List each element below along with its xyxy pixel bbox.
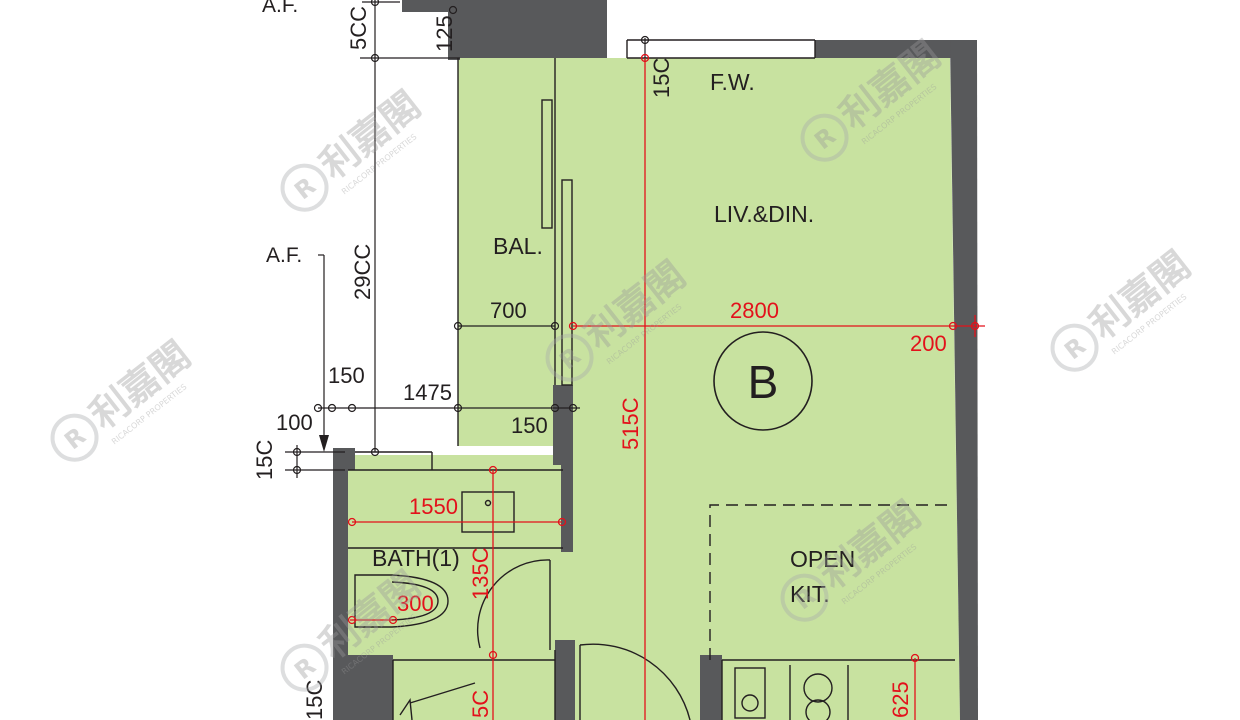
dim-100: 100 <box>276 410 313 435</box>
sink-circle <box>741 694 759 712</box>
label-fixed-window: F.W. <box>710 69 755 95</box>
watermark-logo-letter: R <box>59 422 91 455</box>
dim-150-bottom: 15C <box>302 680 327 720</box>
toilet <box>354 574 449 628</box>
label-kitchen-2: KIT. <box>790 581 830 607</box>
hob-1 <box>803 673 833 703</box>
wall-bath-top <box>333 448 355 470</box>
balcony-floor <box>458 58 555 446</box>
dim-150-top: 15C <box>649 58 674 98</box>
watermark-logo-letter: R <box>289 172 321 205</box>
unit-marker-circle <box>713 331 813 431</box>
dim-150a: 150 <box>328 363 365 388</box>
wall-top-right <box>815 40 977 58</box>
dim-1550: 1550 <box>409 494 458 519</box>
dim-2800: 2800 <box>730 298 779 323</box>
wall-top-stub <box>402 0 448 12</box>
dim-625: 625 <box>888 681 913 718</box>
watermark-logo-icon <box>780 573 829 622</box>
dimension-nodes-red <box>347 53 980 663</box>
label-bathroom: BATH(1) <box>372 545 460 571</box>
watermark-1: R 利嘉閣 RICACORP PROPERTIES <box>280 83 429 212</box>
basin <box>461 491 515 533</box>
toilet-seat <box>391 581 439 621</box>
label-living-dining: LIV.&DIN. <box>714 201 814 227</box>
shower-tap <box>399 682 476 720</box>
dim-700: 700 <box>490 298 527 323</box>
hob-2 <box>805 699 831 720</box>
unit-label: B <box>748 356 779 408</box>
walls <box>333 0 978 720</box>
af-arrow <box>319 435 329 452</box>
label-af-mid: A.F. <box>266 244 302 267</box>
dim-500: 5CC <box>346 6 371 50</box>
wall-left-balcony-top <box>448 0 460 60</box>
watermark-logo-letter: R <box>1059 332 1091 365</box>
wall-bath-lower <box>555 640 575 720</box>
dim-150b: 150 <box>511 413 548 438</box>
watermark-logo-icon <box>50 413 99 462</box>
dim-1350: 135C <box>468 547 493 600</box>
living-floor <box>555 58 960 720</box>
dim-50-bottom: 5C <box>468 690 493 718</box>
entry-door-swing <box>579 643 691 720</box>
dim-125: 125 <box>432 15 457 52</box>
dim-300: 300 <box>397 591 434 616</box>
watermark-logo-icon <box>280 163 329 212</box>
dim-5150: 515C <box>618 397 643 450</box>
wall-bath-left <box>333 455 348 720</box>
label-af-top: A.F. <box>262 0 298 17</box>
label-balcony: BAL. <box>493 233 543 259</box>
dimension-nodes-black <box>292 0 650 475</box>
label-kitchen-1: OPEN <box>790 546 855 572</box>
dim-2900: 29CC <box>350 244 375 300</box>
wall-top-center <box>460 0 607 58</box>
line-work <box>348 39 955 720</box>
sliding-door-panel-1 <box>541 99 553 229</box>
wall-column <box>553 385 573 465</box>
wall-bath-mid <box>333 655 393 720</box>
dim-150-left: 15C <box>252 440 277 480</box>
stove <box>734 667 766 719</box>
watermark-logo-icon <box>280 643 329 692</box>
red-dimensions <box>350 58 985 720</box>
watermark-logo-icon <box>1050 323 1099 372</box>
dim-1475: 1475 <box>403 380 452 405</box>
wall-kitchen <box>700 655 722 720</box>
sliding-door-panel-2 <box>561 179 573 386</box>
basin-drain <box>484 499 492 507</box>
wall-right <box>950 40 978 720</box>
open-kitchen-boundary <box>709 504 950 660</box>
dim-200: 200 <box>910 331 947 356</box>
watermark-4: R 利嘉閣 RICACORP PROPERTIES <box>50 333 199 462</box>
watermark-3: R 利嘉閣 RICACORP PROPERTIES <box>1050 243 1199 372</box>
watermark-logo-icon <box>545 333 594 382</box>
black-dimensions <box>285 0 646 478</box>
watermark-logo-icon <box>800 113 849 162</box>
wall-bath-right <box>561 462 573 552</box>
